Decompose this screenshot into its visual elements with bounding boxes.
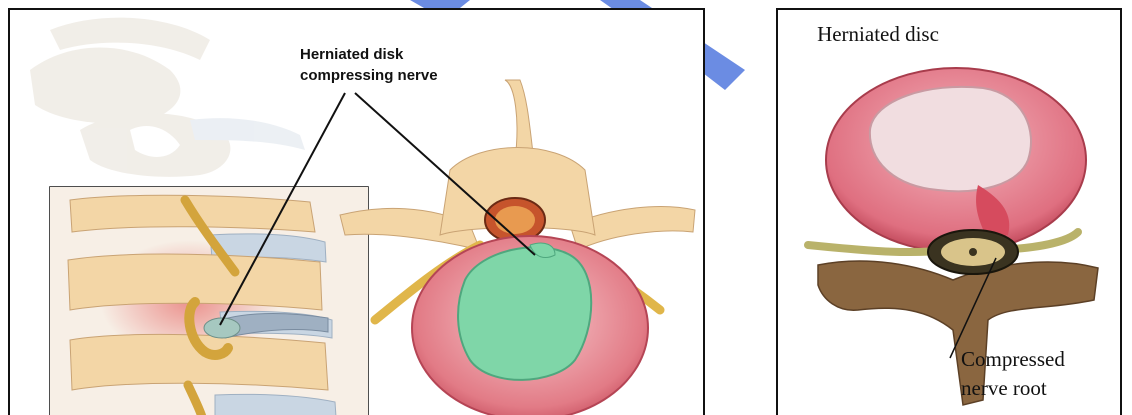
faded-spine-background — [30, 18, 305, 177]
herniated-disk-label-line1: Herniated disk — [300, 44, 438, 65]
left-diagram-panel: Herniated disk compressing nerve — [8, 8, 705, 415]
right-diagram-panel: Herniated disc Compressed nerve root — [776, 8, 1122, 415]
axial-herniated-disc-illustration — [778, 10, 1122, 415]
compressed-nerve-root-label: Compressed nerve root — [961, 345, 1065, 403]
axial-vertebra-view — [340, 80, 695, 415]
disc-nucleus — [870, 87, 1031, 191]
herniated-disk-label-line2: compressing nerve — [300, 65, 438, 86]
herniated-disc-title: Herniated disc — [778, 22, 978, 47]
herniated-disk-label: Herniated disk compressing nerve — [300, 44, 438, 86]
spine-side-view — [50, 187, 368, 415]
compressed-nerve-root-label-line2: nerve root — [961, 374, 1065, 403]
compressed-nerve-root-label-line1: Compressed — [961, 345, 1065, 374]
